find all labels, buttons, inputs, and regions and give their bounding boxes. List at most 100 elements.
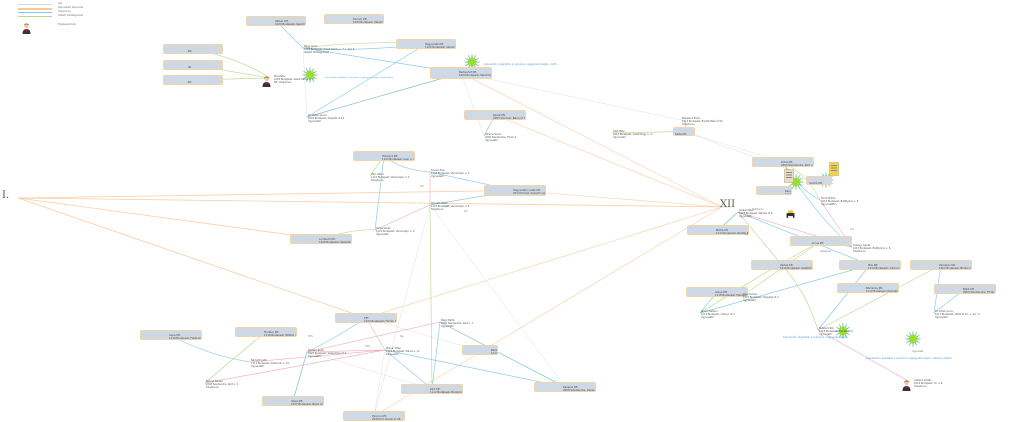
company-node[interactable]: Pilis Kft.1114 Budapest, Villányi út 3. [839,260,901,270]
company-node[interactable]: Kft. [163,44,223,54]
edge-owner[interactable] [306,317,367,353]
company-node[interactable]: Kalapos Kft.2000 Szentendre, Dózsa Györg… [534,382,596,392]
edge-representation[interactable] [514,190,723,208]
source-note-link[interactable]: Kapcsolódó cégadatok a nyilvános cégjegy… [484,63,558,66]
company-node[interactable]: Ferrum Kft.1024 Budapest, Keleti Károly … [324,14,384,24]
company-node[interactable]: Galya Kft.1118 Budapest, Ménesi út 6. [686,287,748,297]
company-node[interactable]: Pannon Kft.2030 Érd, Budai út 18. [343,411,405,421]
edge-representation[interactable] [17,197,322,240]
edge-legal[interactable] [460,72,682,121]
edge-legal[interactable] [306,351,433,390]
company-node[interactable]: Oázis Kft.1037 Budapest, Bécsi út 154. [262,396,324,406]
source-note-link[interactable]: Kapcsolódó cégadatok a nyilvános cégjegy… [866,357,952,360]
edge-owner[interactable] [306,72,462,118]
edge-owner[interactable] [384,349,433,390]
edge-legal[interactable] [429,204,566,388]
company-node[interactable]: Somló Kft. [806,176,832,185]
edge-officer[interactable] [429,204,433,390]
edge-related[interactable] [306,349,386,353]
company-node[interactable]: Lombard Kft.1026 Budapest, Pasaréti út 2… [290,234,352,244]
edge-representation[interactable] [17,197,731,208]
person-icon[interactable] [22,19,31,34]
company-node[interactable]: Spiral Kft.2083 Solymár, Bécsi út 11. [464,110,526,120]
company-node[interactable]: Mátra Kft.1113 Budapest, Bartók Béla út … [687,225,749,235]
document-icon[interactable] [829,161,839,180]
edge-officer[interactable] [204,331,267,384]
edge-owner[interactable] [699,264,871,314]
edge-related[interactable] [374,204,431,231]
edge-legal[interactable] [373,204,431,417]
company-node[interactable]: Aqua Kft.1116 Budapest, Fehérvári út 48. [140,330,202,340]
edge-legal[interactable] [365,317,478,351]
edge-owner[interactable] [384,349,566,388]
edge-representation[interactable] [460,72,723,208]
edge-owner[interactable] [374,155,385,231]
edge-related[interactable] [817,329,911,383]
edge-legal[interactable] [683,131,820,181]
edge-owner[interactable] [431,321,441,390]
company-node[interactable]: Bella Kft.1112 Budapest, Kökörcsin u. 15… [462,345,498,355]
company-node[interactable]: Zrt. [163,75,223,85]
company-node[interactable]: Hegyvidék Invest Kft.2013 Pomáz, Kossuth… [484,185,546,196]
company-node[interactable]: Bertenhof Kft.1024 Budapest, Keleti Káro… [430,67,492,79]
edge-owner[interactable] [292,351,308,402]
roman-label-i[interactable]: I. [2,190,10,201]
edge-representation[interactable] [365,206,723,319]
source-note-link[interactable]: Kapcsolódó cégadatok a nyilvános cégjegy… [325,77,394,79]
company-node[interactable]: Kert Kft.1112 Budapest, Budaörsi út 10. [401,384,463,394]
edge-related[interactable] [204,349,386,384]
company-node[interactable]: Börzsöny Kft.1112 Budapest, Hegyalja út … [837,283,899,293]
edge-legal[interactable] [302,47,308,118]
company-node[interactable]: Arcus Kft. [790,236,852,246]
edge-legal[interactable] [683,131,784,163]
source-note-link[interactable]: Kapcsolódó cégadatok a nyilvános cégjegy… [783,336,849,339]
roman-label-xii[interactable]: XII [720,199,736,210]
edge-owner[interactable] [817,264,871,331]
starburst-icon[interactable] [904,330,922,348]
edge-related[interactable] [306,321,441,353]
company-node[interactable]: Kapu Kft.1124 Budapest, Hegyalja út 4. [756,186,792,195]
edge-officer[interactable] [611,131,685,134]
printer-icon[interactable] [786,204,795,223]
edge-officer[interactable] [699,240,822,314]
document-icon[interactable] [784,168,794,187]
starburst-icon[interactable] [834,322,852,340]
edge-legal[interactable] [373,349,386,417]
edge-representation[interactable] [494,114,723,208]
company-node[interactable]: Weber Kft.1024 Budapest, Keleti Károly u… [246,16,306,26]
company-node[interactable]: Orbis Kft.2000 Szentendre, Kert u. 5. [752,157,814,167]
person-icon[interactable] [262,72,271,87]
starburst-icon[interactable] [301,66,319,84]
company-node[interactable]: Horizont Kft.1123 Budapest, Avar u. 8. [353,151,415,161]
company-node[interactable]: Kelta Kft. [673,127,695,136]
edge-officer[interactable] [781,264,819,331]
edge-related[interactable] [249,349,386,363]
company-node[interactable]: Bt. [163,60,223,70]
edge-owner[interactable] [439,321,566,388]
edge-representation[interactable] [17,197,367,319]
company-node[interactable]: Frontier Kft.1118 Budapest, Rétköz u. 7. [235,327,297,337]
company-node[interactable]: Zemplén Kft.1022 Budapest, Bimbó út 4. [910,260,972,270]
edge-legal[interactable] [460,72,485,137]
